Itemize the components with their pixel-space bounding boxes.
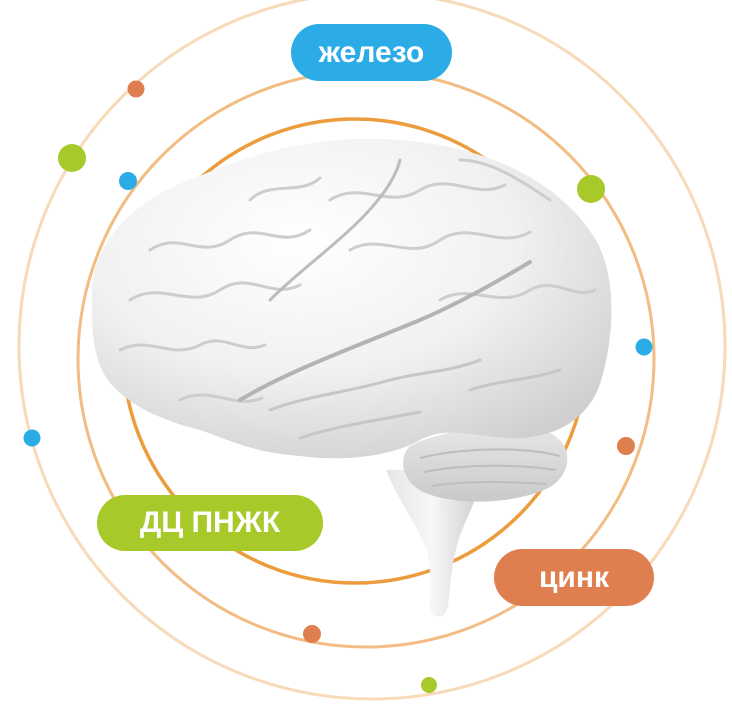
iron-label-pill: железо	[291, 24, 452, 81]
orbit-dot-green	[58, 144, 86, 172]
brain-cerebrum	[91, 138, 612, 459]
orbit-dot-orange	[303, 625, 321, 643]
orbit-dot-blue	[119, 172, 137, 190]
orbit-dot-orange	[127, 80, 145, 98]
zinc-label: цинк	[538, 560, 610, 594]
dha-label-pill: ДЦ ПНЖК	[97, 495, 323, 551]
orbit-dot-orange	[617, 437, 635, 455]
orbit-dot-green	[577, 175, 605, 203]
cerebellum	[403, 426, 568, 502]
iron-label: железо	[318, 35, 425, 69]
orbit-dot-green	[421, 677, 437, 693]
orbit-dot-blue	[23, 429, 41, 447]
zinc-label-pill: цинк	[494, 549, 654, 606]
dha-label: ДЦ ПНЖК	[139, 506, 281, 539]
brain-stem	[386, 470, 479, 617]
orbit-dot-blue	[635, 338, 653, 356]
outer-orbit-ring	[17, 0, 727, 701]
